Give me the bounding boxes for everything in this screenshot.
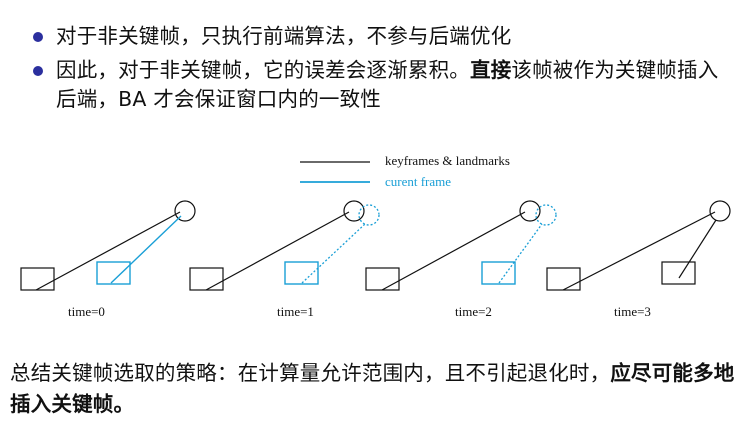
keyframe-observation-line — [381, 211, 526, 291]
landmark — [709, 200, 731, 222]
panel-time-1: time=1 — [189, 200, 380, 319]
time-label-0: time=0 — [68, 304, 105, 319]
legend: keyframes & landmarks curent frame — [300, 153, 510, 189]
keyframe-camera — [546, 267, 581, 291]
bullet-text-2-bold: 直接 — [470, 58, 512, 82]
keyframe-observation-line — [35, 211, 181, 291]
current-observation-line — [110, 215, 182, 284]
panel-time-0: time=0 — [20, 200, 196, 319]
new-keyframe-observation-line — [678, 219, 717, 279]
panel-time-3: time=3 — [546, 200, 731, 319]
time-label-1: time=1 — [277, 304, 314, 319]
summary-main: 总结关键帧选取的策略：在计算量允许范围内，且不引起退化时， — [10, 361, 611, 385]
landmark — [343, 200, 365, 222]
bullet-text-2-part-1: 因此，对于非关键帧，它的误差会逐渐累积。 — [56, 58, 470, 82]
landmark — [519, 200, 541, 222]
current-observation-line — [498, 223, 543, 284]
keyframe-observation-line — [205, 211, 350, 291]
landmark-estimate — [535, 204, 557, 226]
legend-current-label: curent frame — [385, 174, 451, 189]
current-frame-camera — [96, 261, 131, 285]
bullet-dot-icon — [33, 32, 43, 42]
current-frame-camera — [481, 261, 516, 285]
summary-text: 总结关键帧选取的策略：在计算量允许范围内，且不引起退化时，应尽可能多地插入关键帧… — [10, 358, 735, 420]
bullet-text-2-part-2: 该帧被作为关键帧插入后端，BA 才会保证窗口内的一致性 — [56, 58, 719, 111]
bullet-item-2: 因此，对于非关键帧，它的误差会逐渐累积。直接该帧被作为关键帧插入后端，BA 才会… — [30, 56, 735, 114]
keyframe-camera — [20, 267, 55, 291]
time-label-3: time=3 — [614, 304, 651, 319]
keyframe-camera — [189, 267, 224, 291]
current-frame-camera — [284, 261, 319, 285]
bullet-dot-icon — [33, 66, 43, 76]
landmark — [174, 200, 196, 222]
keyframe-observation-line — [562, 211, 716, 291]
landmark-estimate — [358, 204, 380, 226]
bullet-item-1: 对于非关键帧，只执行前端算法，不参与后端优化 — [30, 22, 735, 51]
keyframe-diagram: keyframes & landmarks curent frame time=… — [20, 153, 731, 319]
panel-time-2: time=2 — [365, 200, 557, 319]
keyframe-camera — [365, 267, 400, 291]
new-keyframe-camera — [661, 261, 696, 285]
summary-strong: 应尽可能多地插入关键帧。 — [10, 361, 735, 416]
legend-keyframe-label: keyframes & landmarks — [385, 153, 510, 168]
bullet-text-1: 对于非关键帧，只执行前端算法，不参与后端优化 — [56, 24, 512, 48]
time-label-2: time=2 — [455, 304, 492, 319]
bullet-list: 对于非关键帧，只执行前端算法，不参与后端优化 因此，对于非关键帧，它的误差会逐渐… — [30, 22, 735, 119]
bullet-text-2: 因此，对于非关键帧，它的误差会逐渐累积。直接该帧被作为关键帧插入后端，BA 才会… — [56, 58, 718, 111]
